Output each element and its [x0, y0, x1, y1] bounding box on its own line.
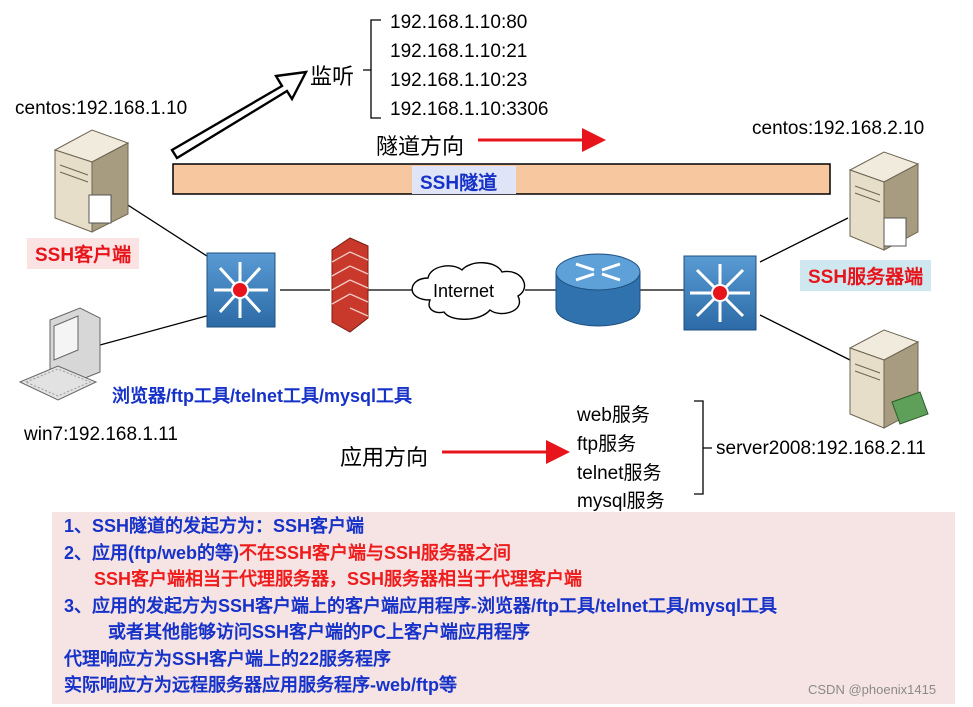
ssh-server-icon [848, 151, 920, 251]
listen-brace [363, 19, 381, 119]
app-direction-label: 应用方向 [340, 445, 429, 470]
listen-port: 192.168.1.10:21 [390, 41, 528, 62]
ssh-tunnel-label-bg [412, 166, 516, 194]
client-host-caption: centos:192.168.1.10 [15, 98, 188, 119]
service-item: mysql服务 [577, 491, 665, 512]
note-line: 或者其他能够访问SSH客户端的PC上客户端应用程序 [108, 622, 531, 642]
router-icon [555, 253, 641, 327]
note-line: 1、SSH隧道的发起方为：SSH客户端 [64, 516, 365, 536]
ssh-tunnel-label: SSH隧道 [420, 173, 498, 194]
listen-label: 监听 [310, 64, 355, 89]
listen-port: 192.168.1.10:80 [390, 12, 528, 33]
right-switch-icon [683, 255, 757, 331]
server-host-caption: centos:192.168.2.10 [752, 118, 925, 139]
app-server-caption: server2008:192.168.2.11 [716, 438, 926, 459]
win7-pc-icon [18, 307, 101, 401]
ssh-client-server-icon [53, 129, 130, 233]
win-host-caption: win7:192.168.1.11 [24, 424, 178, 445]
note-line: 2、应用(ftp/web的等)不在SSH客户端与SSH服务器之间 [64, 540, 955, 567]
service-item: web服务 [577, 405, 650, 426]
ssh-client-tag: SSH客户端 [27, 238, 140, 269]
internet-cloud-icon [411, 262, 526, 320]
listen-port: 192.168.1.10:3306 [390, 99, 549, 120]
services-brace [694, 400, 712, 495]
notes-box: 1、SSH隧道的发起方为：SSH客户端 2、应用(ftp/web的等)不在SSH… [52, 512, 955, 704]
note-line: SSH客户端相当于代理服务器，SSH服务器相当于代理客户端 [94, 569, 583, 589]
listen-arrow [170, 70, 309, 160]
application-server-icon [848, 329, 929, 429]
note-line: 代理响应方为SSH客户端上的22服务程序 [64, 648, 392, 669]
note-text-highlight: 不在SSH客户端与SSH服务器之间 [239, 542, 512, 563]
links [99, 199, 851, 361]
service-item: telnet服务 [577, 463, 662, 484]
listen-port: 192.168.1.10:23 [390, 70, 528, 91]
watermark: CSDN @phoenix1415 [808, 682, 937, 697]
client-tools-label: 浏览器/ftp工具/telnet工具/mysql工具 [112, 386, 413, 406]
tunnel-direction-label: 隧道方向 [376, 134, 465, 159]
note-line: 实际响应方为远程服务器应用服务程序-web/ftp等 [64, 675, 457, 695]
left-switch-icon [206, 252, 276, 328]
ssh-server-tag: SSH服务器端 [800, 260, 932, 291]
note-line: 3、应用的发起方为SSH客户端上的客户端应用程序-浏览器/ftp工具/telne… [64, 595, 778, 616]
firewall-icon [331, 237, 369, 333]
service-item: ftp服务 [577, 434, 637, 455]
internet-label: Internet [433, 281, 495, 301]
note-text: 2、应用(ftp/web的等) [64, 542, 239, 563]
